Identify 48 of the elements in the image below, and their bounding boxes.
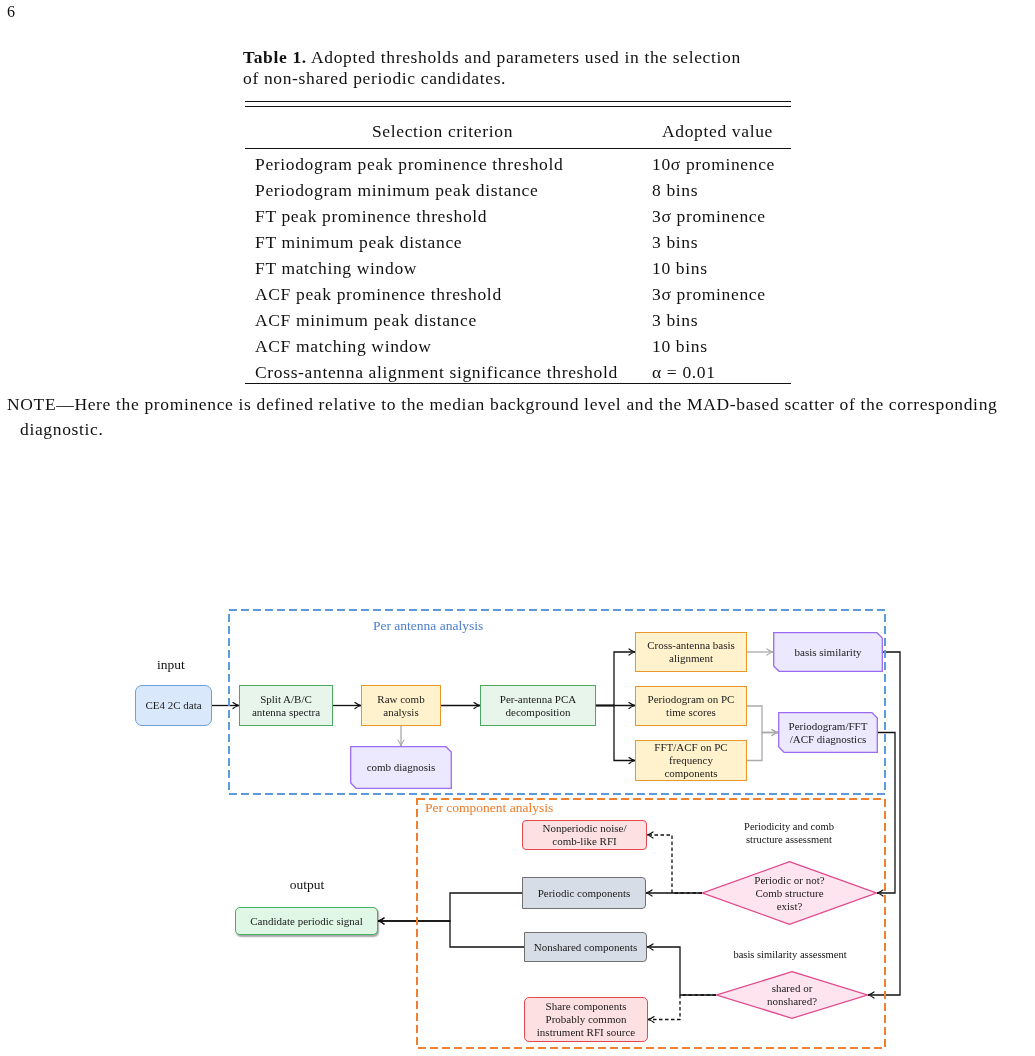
group-title: Per antenna analysis xyxy=(373,618,484,634)
result-card: Periodogram/FFT /ACF diagnostics xyxy=(778,712,878,753)
value-label: α = 0.01 xyxy=(652,362,716,382)
value-label: 3σ prominence xyxy=(652,284,766,304)
value-label: 3 bins xyxy=(652,232,699,252)
column-header: Adopted value xyxy=(661,121,774,141)
dashed-frame xyxy=(228,609,886,795)
column-header: Selection criterion xyxy=(370,121,515,141)
criterion-label: FT peak prominence threshold xyxy=(255,206,488,226)
criterion-label: Cross-antenna alignment significance threshold xyxy=(255,362,618,382)
node-caption: input xyxy=(156,656,186,673)
process-box: Per-antenna PCA decomposition xyxy=(480,685,596,726)
result-card: comb diagnosis xyxy=(350,746,452,789)
result-card: basis similarity xyxy=(773,632,883,672)
process-box: Periodogram on PC time scores xyxy=(635,686,747,726)
node-caption: basis similarity assessment xyxy=(732,948,848,961)
value-label: 3 bins xyxy=(652,310,699,330)
value-label: 8 bins xyxy=(652,180,699,200)
value-label: 10σ prominence xyxy=(652,154,775,174)
dashed-frame xyxy=(416,798,886,1049)
criterion-label: FT minimum peak distance xyxy=(255,232,463,252)
value-label: 10 bins xyxy=(652,258,708,278)
decision-diamond: shared or nonshared? xyxy=(716,971,868,1019)
table-note: NOTE—Here the prominence is defined relative to the median background level and the MAD-based scatter of the corresponding diagnostic. xyxy=(7,393,999,441)
criterion-label: Periodogram minimum peak distance xyxy=(255,180,539,200)
process-box: Cross-antenna basis alignment xyxy=(635,632,747,672)
data-box: CE4 2C data xyxy=(135,685,212,726)
criterion-label: Periodogram peak prominence threshold xyxy=(255,154,564,174)
criterion-label: ACF minimum peak distance xyxy=(255,310,477,330)
criterion-label: FT matching window xyxy=(255,258,418,278)
group-title: Per component analysis xyxy=(425,800,554,816)
value-label: 10 bins xyxy=(652,336,708,356)
decision-diamond: Periodic or not? Comb structure exist? xyxy=(702,861,877,925)
table-caption: Table 1. Adopted thresholds and parameters used in the selection of non-shared periodic candidates. xyxy=(243,47,742,89)
process-box: FFT/ACF on PC frequency components xyxy=(635,740,747,781)
result-box: Nonperiodic noise/ comb-like RFI xyxy=(522,820,647,850)
criterion-label: ACF matching window xyxy=(255,336,432,356)
criterion-label: ACF peak prominence threshold xyxy=(255,284,502,304)
process-box: Raw comb analysis xyxy=(361,685,441,726)
output-box: Candidate periodic signal xyxy=(235,907,378,935)
result-box: Share components Probably common instrument RFI source xyxy=(524,997,648,1042)
node-caption: Periodicity and comb structure assessment xyxy=(743,820,835,846)
value-label: 3σ prominence xyxy=(652,206,766,226)
process-box: Split A/B/C antenna spectra xyxy=(239,685,333,726)
component-box: Periodic components xyxy=(522,877,646,909)
node-caption: output xyxy=(288,876,326,893)
page-number: 6 xyxy=(7,3,15,21)
component-box: Nonshared components xyxy=(524,932,647,962)
